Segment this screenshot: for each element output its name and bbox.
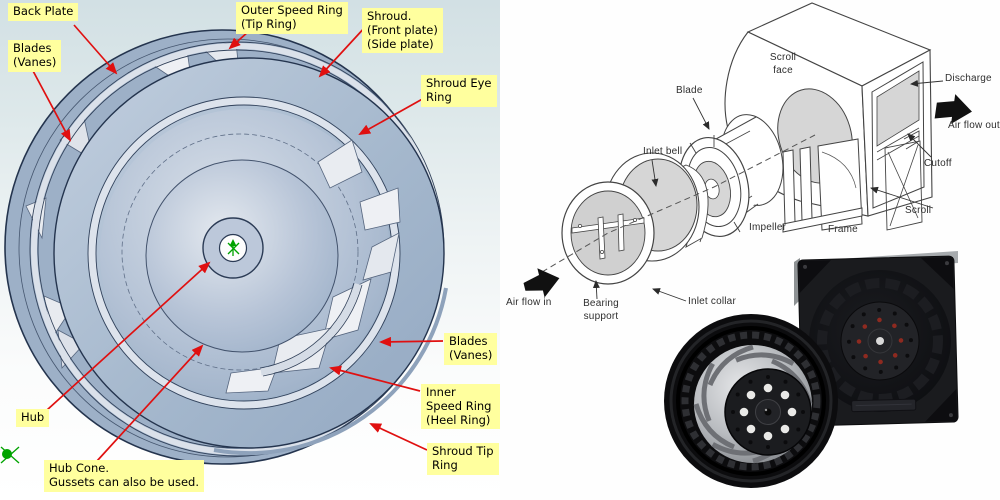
callout-blades-vanes-upper: Blades (Vanes) (8, 40, 62, 72)
callout-hub: Hub (16, 409, 50, 427)
diagram-leaders (592, 79, 944, 302)
callout-hub-cone: Hub Cone. Gussets can also be used. (44, 460, 204, 492)
callout-inner-speed-ring: Inner Speed Ring (Heel Ring) (421, 384, 500, 430)
origin-marker-icon (0, 446, 20, 464)
callout-back-plate: Back Plate (8, 3, 79, 21)
label-air-flow-out: Air flow out (948, 120, 1000, 131)
centerline (541, 134, 816, 273)
impeller-wheel-drawing (0, 24, 448, 465)
blower-diagram-panel: Scroll face Blade Inlet bell Discharge A… (500, 0, 1000, 500)
round-fan-photo (664, 314, 838, 488)
square-fan-photo (794, 251, 959, 427)
label-frame: Frame (828, 224, 858, 235)
label-inlet-collar: Inlet collar (688, 296, 736, 307)
air-flow-in-arrow-icon (523, 268, 560, 298)
callout-shroud-tip-ring: Shroud Tip Ring (427, 443, 499, 475)
air-flow-out-arrow-icon (934, 94, 972, 124)
callout-outer-speed-ring: Outer Speed Ring (Tip Ring) (236, 2, 348, 34)
label-cutoff: Cutoff (924, 158, 952, 169)
label-inlet-bell: Inlet bell (643, 146, 683, 157)
hub-outer-holes (731, 375, 805, 449)
callout-shroud-eye-ring: Shroud Eye Ring (421, 75, 497, 107)
label-discharge: Discharge (945, 73, 992, 84)
label-scroll-face: Scroll face (769, 52, 797, 76)
axis-triad-icon (227, 239, 240, 256)
label-impeller: Impeller (749, 222, 787, 233)
callout-arrows (31, 24, 444, 462)
frame-stand (782, 138, 923, 233)
hub-through-holes (739, 383, 797, 441)
callout-shroud: Shroud. (Front plate) (Side plate) (362, 8, 443, 54)
inner-speed-ring-arc (260, 283, 362, 376)
callout-blades-vanes-lower: Blades (Vanes) (444, 333, 498, 365)
label-blade: Blade (676, 85, 703, 96)
label-bearing-support: Bearing support (583, 298, 619, 321)
label-scroll: Scroll (905, 205, 932, 216)
cad-impeller-panel: Back Plate Blades (Vanes) Outer Speed Ri… (0, 0, 500, 500)
inlet-bell-assembly (561, 152, 709, 285)
blower-diagram-drawing (523, 2, 972, 488)
label-air-flow-in: Air flow in (506, 297, 552, 308)
